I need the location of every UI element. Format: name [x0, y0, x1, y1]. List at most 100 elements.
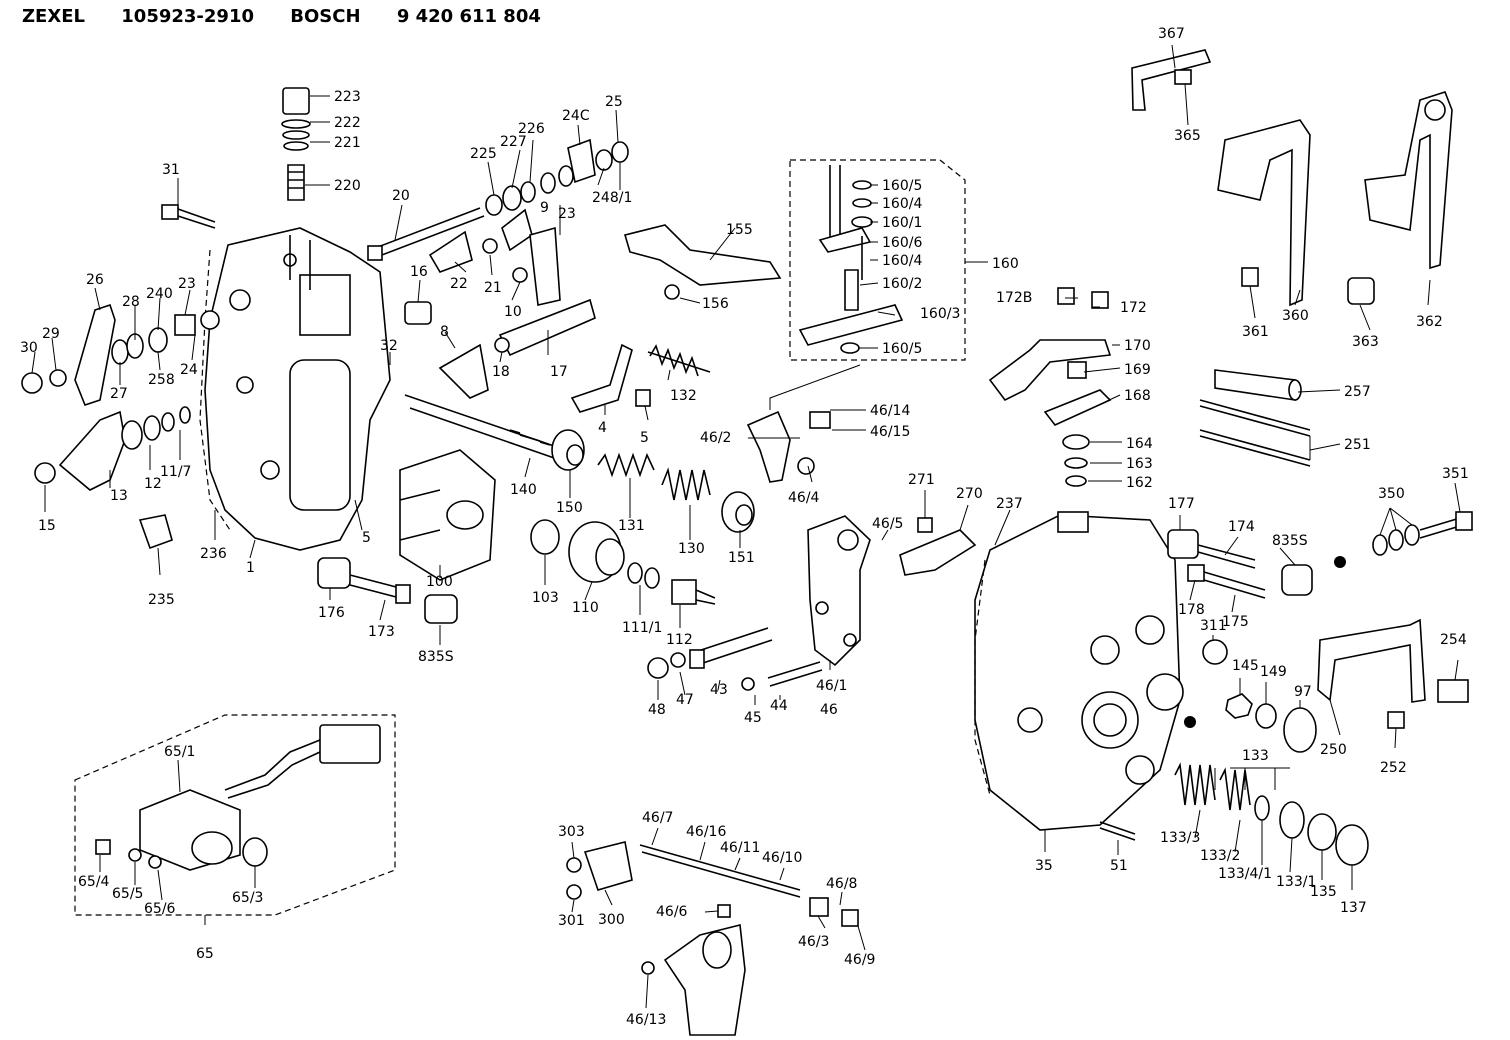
leader-lines: [31, 44, 1461, 1009]
label-5b: 5: [640, 430, 649, 446]
label-17: 17: [550, 364, 568, 380]
lever-assembly-9: [428, 208, 596, 357]
spring-131: [597, 452, 655, 478]
label-110: 110: [572, 600, 599, 616]
label-28: 28: [122, 294, 140, 310]
label-237: 237: [996, 496, 1023, 512]
label-46-6: 46/6: [656, 904, 688, 920]
diagram-header: ZEXEL 105923-2910 BOSCH 9 420 611 804: [22, 6, 571, 32]
label-160-5b: 160/5: [882, 341, 922, 357]
label-20: 20: [392, 188, 410, 204]
label-362: 362: [1416, 314, 1443, 330]
label-173: 173: [368, 624, 395, 640]
plate-270: [899, 517, 977, 576]
label-133-3: 133/3: [1160, 830, 1200, 846]
label-160-3: 160/3: [920, 306, 960, 322]
part-176: [317, 557, 351, 589]
clip-235: [138, 514, 173, 550]
nut-145: [1225, 693, 1253, 719]
bolt-173: [349, 574, 411, 604]
label-140: 140: [510, 482, 537, 498]
gear-103: [530, 519, 560, 555]
label-172b: 172B: [996, 290, 1032, 306]
lever-46-2: [746, 410, 831, 483]
part-labels: 223 222 221 220 225 227 226 24C 25 31 20…: [20, 26, 1469, 1028]
label-156: 156: [702, 296, 729, 312]
screw-51: [1099, 821, 1136, 841]
lever-4: [570, 343, 711, 413]
label-175: 175: [1222, 614, 1249, 630]
rod-46-7: [639, 844, 859, 927]
label-132: 132: [670, 388, 697, 404]
label-43: 43: [710, 682, 728, 698]
label-303: 303: [558, 824, 585, 840]
label-162: 162: [1126, 475, 1153, 491]
label-46-2: 46/2: [700, 430, 731, 446]
bosch-part-number: 9 420 611 804: [396, 6, 541, 27]
label-363: 363: [1352, 334, 1379, 350]
label-135: 135: [1310, 884, 1337, 900]
part-8-lever: [438, 337, 510, 399]
label-46-4: 46/4: [788, 490, 820, 506]
label-236: 236: [200, 546, 227, 562]
label-44: 44: [770, 698, 788, 714]
label-149: 149: [1260, 664, 1287, 680]
label-32: 32: [380, 338, 398, 354]
label-172: 172: [1120, 300, 1147, 316]
label-46-11: 46/11: [720, 840, 760, 856]
label-46: 46: [820, 702, 838, 718]
label-271: 271: [908, 472, 935, 488]
label-163: 163: [1126, 456, 1153, 472]
label-11-7: 11/7: [160, 464, 191, 480]
label-21: 21: [484, 280, 502, 296]
part-drawings: [21, 49, 1473, 1036]
label-251: 251: [1344, 437, 1371, 453]
label-1: 1: [246, 560, 255, 576]
label-24: 24: [180, 362, 198, 378]
label-223: 223: [334, 89, 361, 105]
bracket-362: [1347, 91, 1453, 305]
label-25: 25: [605, 94, 623, 110]
screw-31: [161, 204, 216, 229]
brand-bosch: BOSCH: [290, 6, 361, 27]
bracket-155: [623, 224, 782, 300]
label-169: 169: [1124, 362, 1151, 378]
label-65-3: 65/3: [232, 890, 263, 906]
label-23a: 23: [558, 206, 576, 222]
label-24c: 24C: [562, 108, 590, 124]
label-177: 177: [1168, 496, 1195, 512]
sleeve-151: [721, 491, 755, 533]
label-220: 220: [334, 178, 361, 194]
label-137: 137: [1340, 900, 1367, 916]
plug-835s-left: [424, 594, 458, 624]
label-361: 361: [1242, 324, 1269, 340]
label-22: 22: [450, 276, 468, 292]
washers-162-164: [1062, 434, 1090, 487]
bracket-367: [1131, 49, 1212, 111]
label-360: 360: [1282, 308, 1309, 324]
label-51: 51: [1110, 858, 1128, 874]
label-225: 225: [470, 146, 497, 162]
bush-150: [551, 429, 585, 471]
label-31: 31: [162, 162, 180, 178]
label-133-2: 133/2: [1200, 848, 1240, 864]
label-29: 29: [42, 326, 60, 342]
label-160-6: 160/6: [882, 235, 922, 251]
label-254: 254: [1440, 632, 1467, 648]
coupling-100: [399, 449, 496, 581]
label-13: 13: [110, 488, 128, 504]
washers-350: [1334, 511, 1473, 568]
roller-110: [568, 521, 625, 583]
governor-lever-170: [988, 287, 1112, 426]
washers-47-48: [647, 652, 755, 691]
label-160-1: 160/1: [882, 215, 922, 231]
label-46-13: 46/13: [626, 1012, 666, 1028]
label-257: 257: [1344, 384, 1371, 400]
label-46-15: 46/15: [870, 424, 910, 440]
pump-housing-right: [974, 511, 1184, 831]
zexel-part-number: 105923-2910: [121, 6, 254, 27]
label-65: 65: [196, 946, 214, 962]
washers-111: [627, 562, 660, 589]
label-226: 226: [518, 121, 545, 137]
